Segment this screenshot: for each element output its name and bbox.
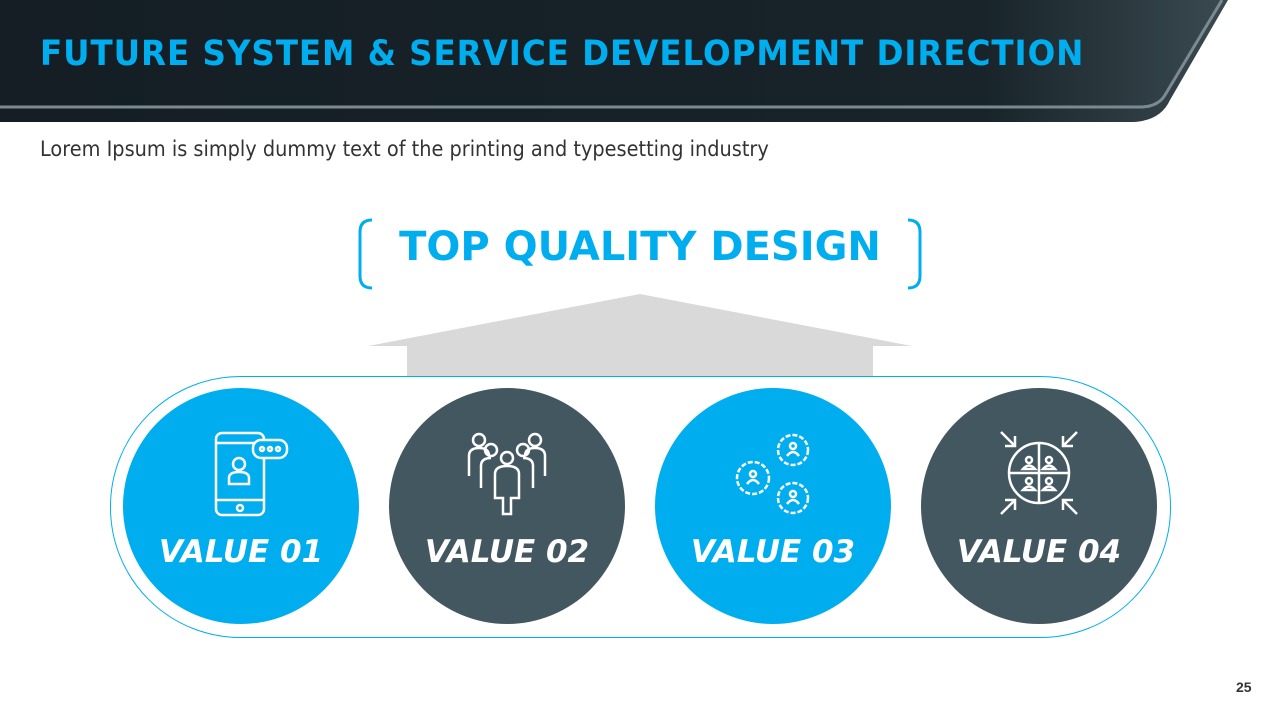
- value-label: VALUE 04: [956, 534, 1122, 570]
- left-bracket: [358, 218, 373, 290]
- value-label: VALUE 03: [690, 534, 856, 570]
- right-bracket: [907, 218, 922, 290]
- headline: TOP QUALITY DESIGN: [399, 224, 881, 270]
- slide-subtitle: Lorem Ipsum is simply dummy text of the …: [40, 137, 769, 161]
- slide-title: FUTURE SYSTEM & SERVICE DEVELOPMENT DIRE…: [40, 34, 1085, 74]
- smartphone-chat-icon: [214, 431, 289, 517]
- value-label: VALUE 02: [424, 534, 590, 570]
- team-group-icon: [467, 432, 547, 516]
- value-circle-4: VALUE 04: [921, 388, 1157, 624]
- value-circle-1: VALUE 01: [123, 388, 359, 624]
- header-banner: [0, 0, 1228, 122]
- value-circle-2: VALUE 02: [389, 388, 625, 624]
- value-label: VALUE 01: [158, 534, 324, 570]
- value-circle-3: VALUE 03: [655, 388, 891, 624]
- converging-people-icon: [1000, 431, 1078, 515]
- page-number: 25: [1236, 679, 1252, 695]
- up-arrow: [368, 294, 912, 377]
- gears-people-icon: [735, 433, 810, 515]
- values-container-outline: [110, 376, 1171, 638]
